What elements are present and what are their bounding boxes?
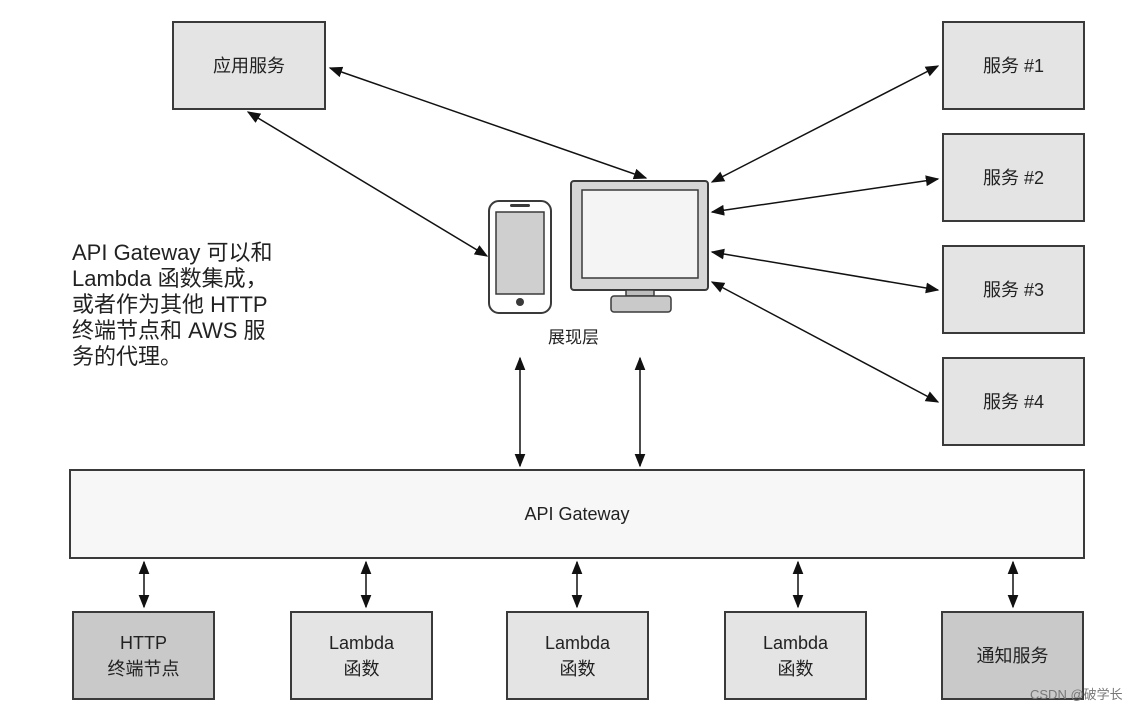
http-endpoint-box: HTTP 终端节点 <box>72 611 215 700</box>
app-service-label: 应用服务 <box>213 55 285 76</box>
service-box-3: 服务 #3 <box>942 245 1085 334</box>
box-line-2: 函数 <box>777 658 814 679</box>
box-line-1: HTTP <box>120 632 167 653</box>
box-line-2: 函数 <box>559 658 596 679</box>
api-gateway-label: API Gateway <box>524 503 630 524</box>
service-label: 服务 #4 <box>982 391 1045 412</box>
service-label: 服务 #3 <box>982 279 1045 300</box>
service-box-2: 服务 #2 <box>942 133 1085 222</box>
box-line-1: Lambda <box>328 632 395 653</box>
box-line-2: 终端节点 <box>107 658 180 679</box>
arrow-app-to-phone <box>246 111 489 257</box>
box-line-1: Lambda <box>544 632 611 653</box>
desktop-monitor-icon <box>570 180 709 313</box>
service-label: 服务 #2 <box>982 167 1045 188</box>
lambda-function-box-3: Lambda 函数 <box>724 611 867 700</box>
lambda-function-box-2: Lambda 函数 <box>506 611 649 700</box>
box-line-1: Lambda <box>762 632 829 653</box>
box-line-1: 通知服务 <box>976 645 1049 666</box>
api-gateway-box: API Gateway <box>69 469 1085 559</box>
service-label: 服务 #1 <box>982 55 1045 76</box>
arrow-monitor-service-4 <box>710 281 940 403</box>
app-service-box: 应用服务 <box>172 21 326 110</box>
arrow-app-to-monitor <box>328 66 648 180</box>
smartphone-icon <box>488 200 552 314</box>
lambda-function-box-1: Lambda 函数 <box>290 611 433 700</box>
arrow-monitor-service-3 <box>710 248 940 294</box>
watermark: CSDN @破学长 <box>1030 687 1123 702</box>
arrow-monitor-service-1 <box>710 65 940 183</box>
notification-service-box: 通知服务 <box>941 611 1084 700</box>
arrow-monitor-service-2 <box>710 175 940 216</box>
presentation-layer-label: 展现层 <box>548 328 599 347</box>
service-box-4: 服务 #4 <box>942 357 1085 446</box>
api-gateway-note: API Gateway 可以和 Lambda 函数集成， 或者作为其他 HTTP… <box>72 240 273 369</box>
box-line-2: 函数 <box>343 658 380 679</box>
service-box-1: 服务 #1 <box>942 21 1085 110</box>
